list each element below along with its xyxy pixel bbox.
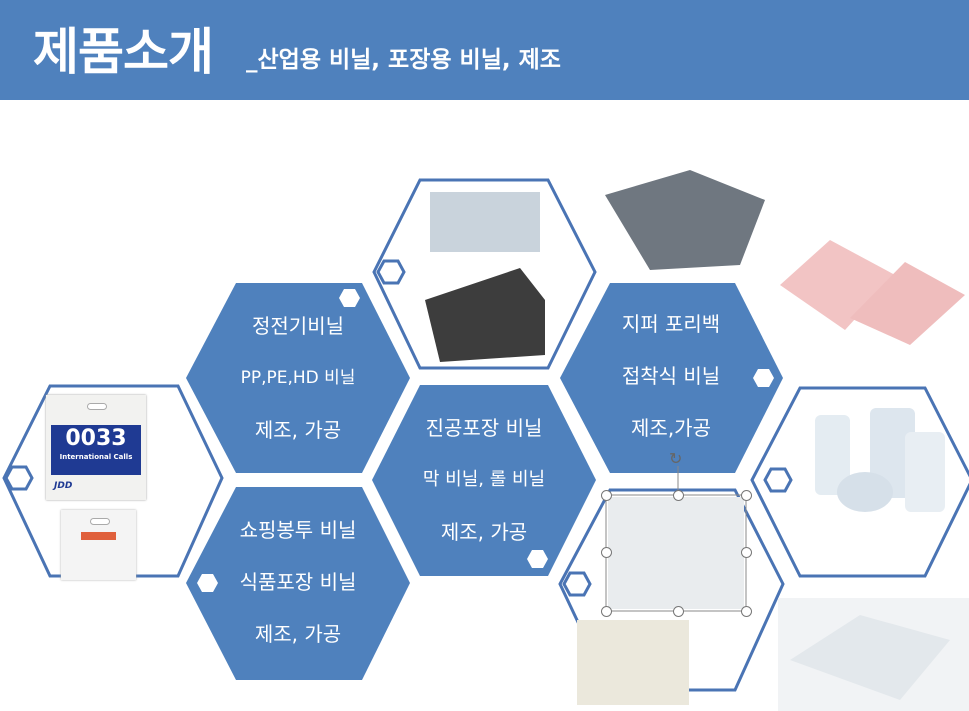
resize-handle[interactable] [601, 490, 612, 501]
hexagon-vacuum [372, 385, 596, 576]
marker-hexagon [339, 289, 360, 307]
photo-antistatic-bag [425, 268, 545, 362]
resize-handle[interactable] [673, 606, 684, 617]
photo-pink-bubble-bag-2 [850, 262, 965, 345]
hex-line: PP,PE,HD 비닐 [240, 368, 356, 388]
page-title: 제품소개 [33, 23, 214, 81]
hex-line: 제조, 가공 [254, 622, 342, 646]
photo-vacuum-bags [608, 497, 744, 609]
resize-handle[interactable] [741, 606, 752, 617]
marker-hexagon [763, 467, 793, 493]
photo-roll-bag [577, 620, 689, 705]
photo-film-roll-1 [815, 415, 850, 495]
photo-pink-bubble-bag-1 [780, 240, 895, 330]
photo-shopping-bag-0033: 0033 International Calls JDD [46, 395, 146, 500]
hex-line: 쇼핑봉투 비닐 [239, 518, 357, 542]
photo-clear-bags-stack [790, 615, 950, 700]
hex-line: 제조, 가공 [254, 418, 342, 442]
title-bar: 제품소개 _산업용 비닐, 포장용 비닐, 제조 [0, 0, 969, 100]
marker-hexagon [197, 574, 218, 592]
photo-shopping-bag-white [61, 510, 136, 580]
rotate-handle-icon[interactable]: ↻ [669, 449, 683, 468]
hexagon-text-antistatic: 정전기비닐 PP,PE,HD 비닐 제조, 가공 [200, 300, 396, 456]
bag-caption: International Calls [59, 453, 133, 461]
bag-brand: JDD [54, 481, 73, 491]
outline-hexagon-right [750, 386, 969, 578]
hex-line: 접착식 비닐 [621, 364, 721, 388]
marker-hexagon [4, 465, 34, 491]
resize-handle[interactable] [741, 490, 752, 501]
hex-line: 제조, 가공 [440, 520, 528, 544]
hexagon-antistatic [186, 283, 410, 473]
hex-line: 제조,가공 [631, 416, 711, 440]
hexagon-zipper [560, 283, 783, 473]
resize-handle[interactable] [601, 606, 612, 617]
hexagon-shopping [186, 487, 410, 680]
bag-number: 0033 [65, 426, 127, 451]
hexagon-text-shopping: 쇼핑봉투 비닐 식품포장 비닐 제조, 가공 [200, 504, 396, 660]
hex-line: 식품포장 비닐 [239, 570, 357, 594]
hex-line: 진공포장 비닐 [425, 416, 543, 440]
resize-handle[interactable] [673, 490, 684, 501]
marker-hexagon [562, 571, 592, 597]
marker-hexagon [753, 369, 774, 387]
hex-line: 막 비닐, 롤 비닐 [422, 469, 546, 490]
photo-film-roll-3 [905, 432, 945, 512]
photo-aluminum-bag [430, 192, 540, 252]
outline-hexagon-top [372, 178, 597, 370]
resize-handle[interactable] [601, 547, 612, 558]
marker-hexagon [527, 550, 548, 568]
page-subtitle: _산업용 비닐, 포장용 비닐, 제조 [246, 47, 561, 73]
marker-hexagon [376, 259, 406, 285]
outline-hexagon-left [2, 384, 224, 578]
hexagon-text-zipper: 지퍼 포리백 접착식 비닐 제조,가공 [573, 298, 769, 454]
photo-grey-mailer [605, 170, 765, 270]
hex-line: 지퍼 포리백 [621, 312, 721, 336]
hex-line: 정전기비닐 [252, 314, 344, 338]
photo-film-roll-4 [837, 472, 893, 512]
hexagon-text-vacuum: 진공포장 비닐 막 비닐, 롤 비닐 제조, 가공 [386, 402, 582, 558]
resize-handle[interactable] [741, 547, 752, 558]
photo-film-roll-2 [870, 408, 915, 498]
